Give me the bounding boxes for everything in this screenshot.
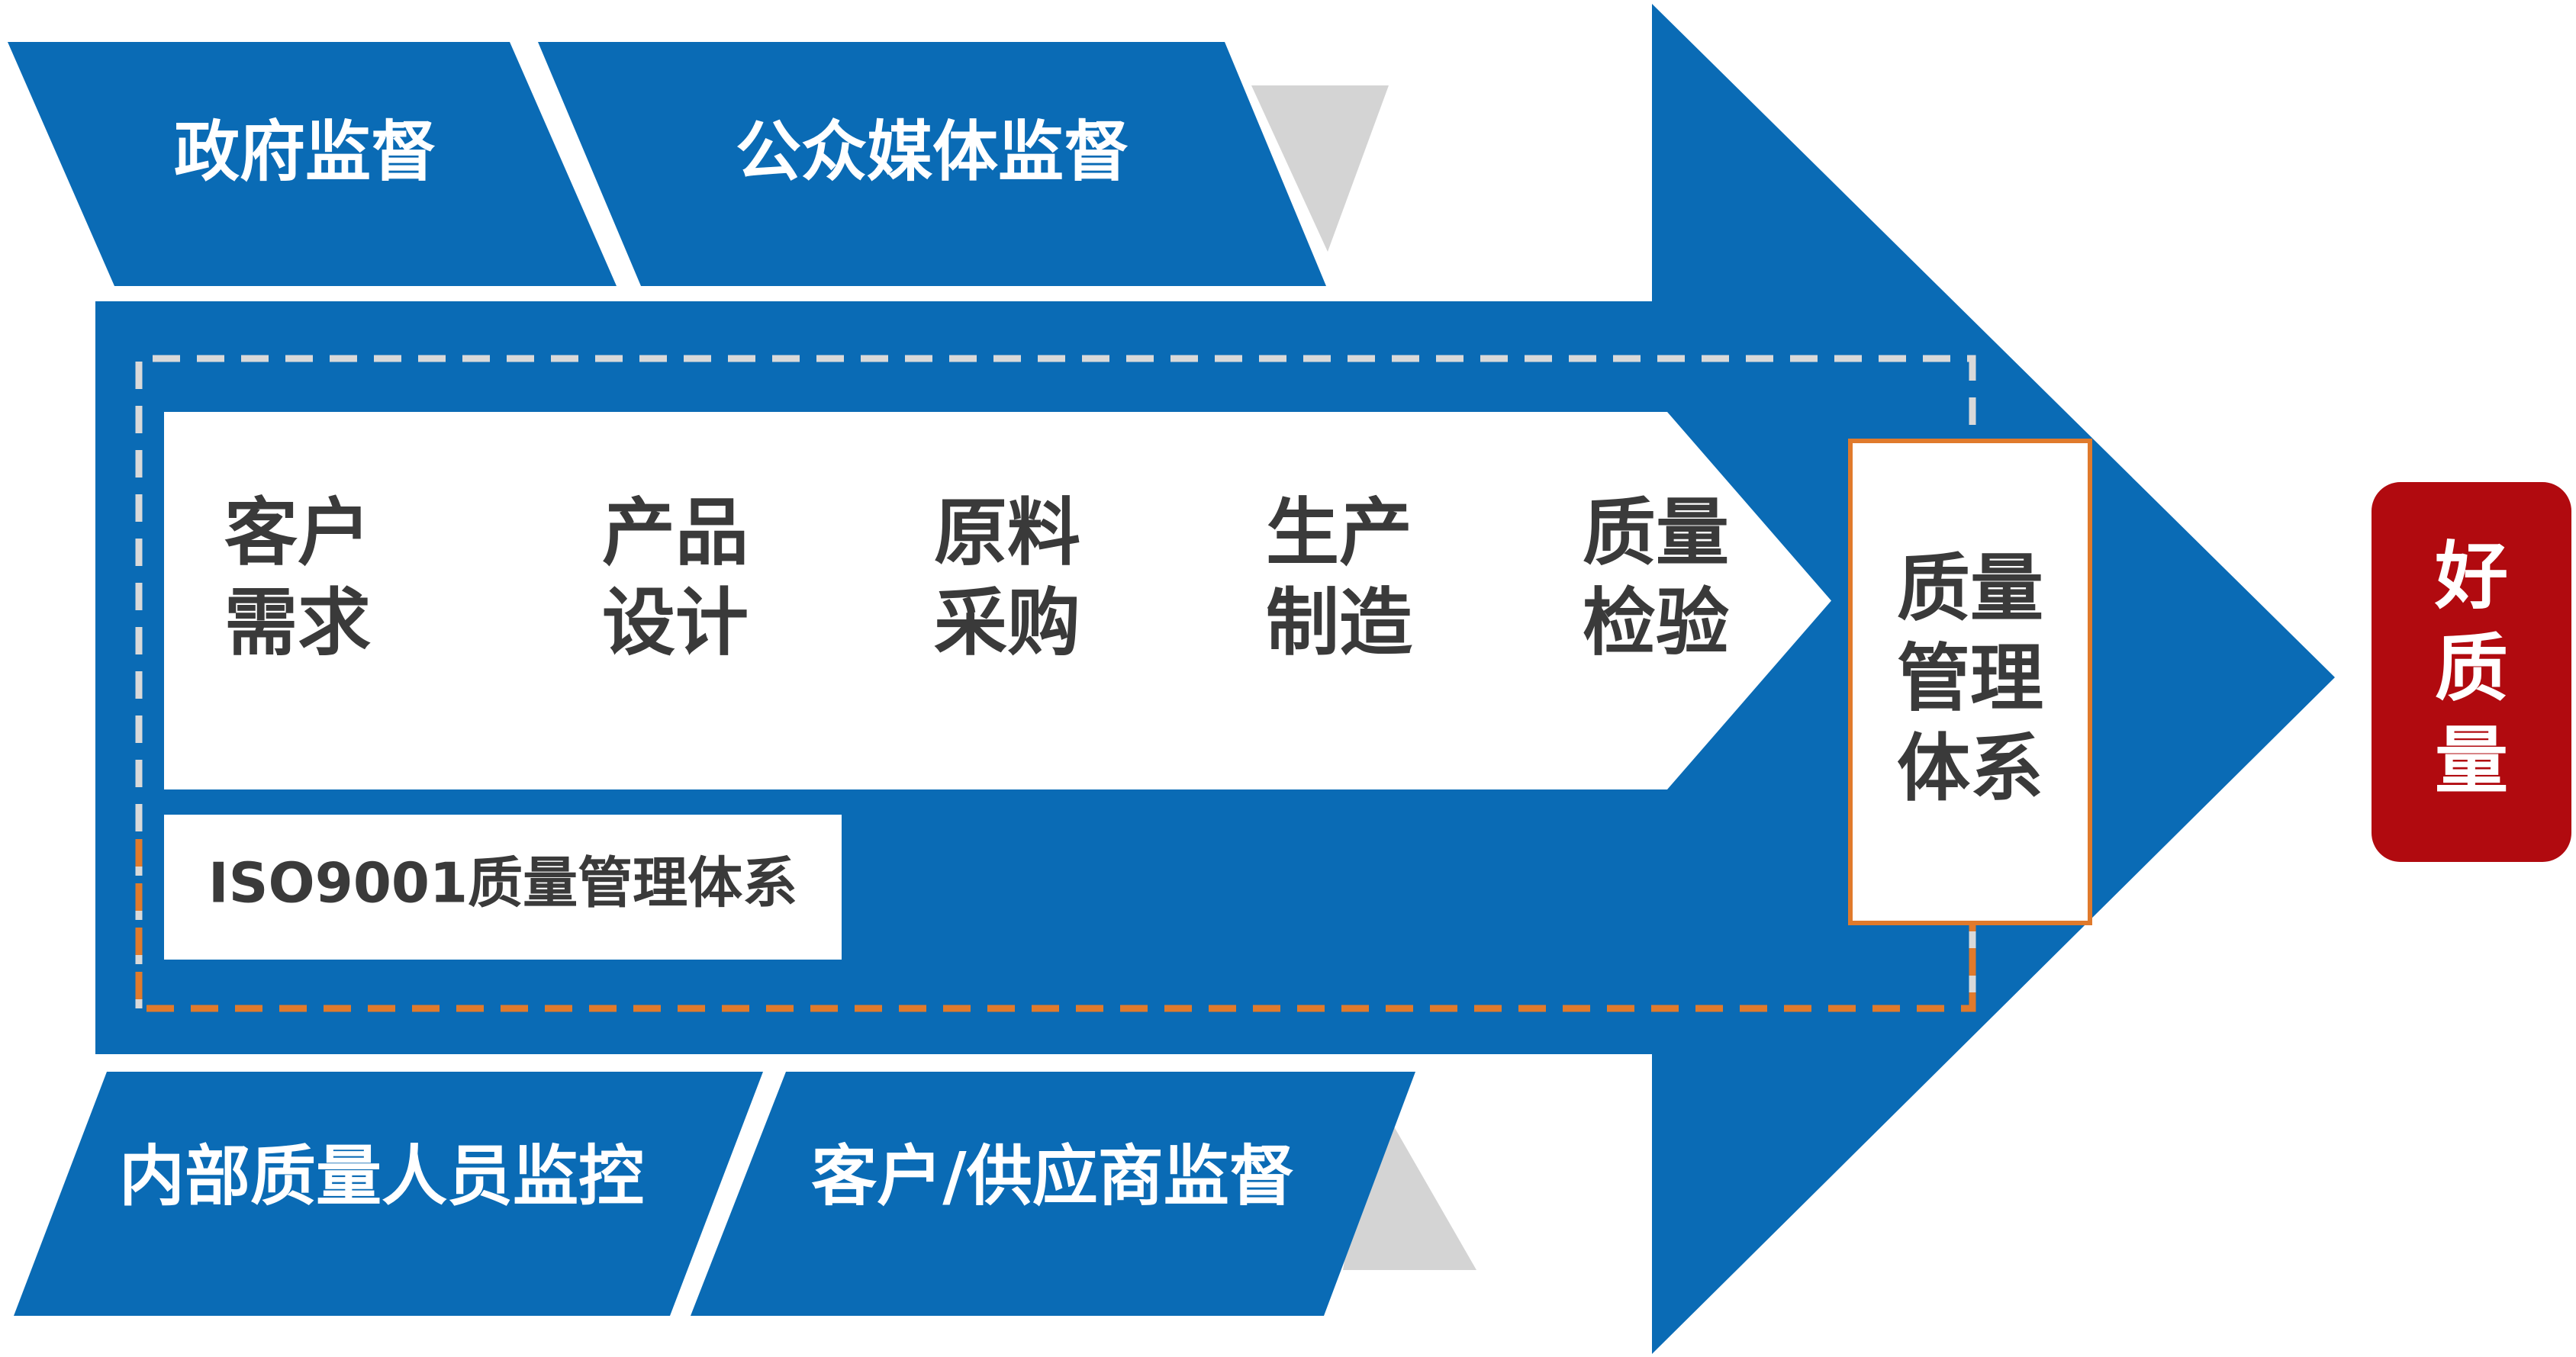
top-shadow-triangle [1251, 85, 1389, 252]
process-step-4-line1: 生产 [1266, 490, 1412, 575]
banner-internal-shape [14, 1072, 763, 1316]
process-step-5-shape [1373, 412, 1831, 789]
process-step-3-shape [710, 412, 1215, 789]
process-step-2-line2: 设计 [602, 580, 749, 665]
banner-media-label: 公众媒体监督 [736, 114, 1129, 190]
process-step-4-shape [1042, 412, 1545, 789]
process-step-2-shape [383, 412, 879, 789]
process-step-1-shape [164, 412, 549, 789]
qms-box [1848, 439, 2092, 925]
banner-customer-supplier-shape [691, 1072, 1415, 1316]
process-step-4-line2: 制造 [1266, 580, 1412, 665]
qms-line2: 管理 [1897, 635, 2043, 721]
process-step-5-line1: 质量 [1583, 490, 1729, 575]
iso-label-box [164, 815, 842, 960]
qms-line1: 质量 [1897, 545, 2043, 631]
result-line1: 好 [2434, 533, 2508, 619]
process-step-3-line2: 采购 [934, 580, 1080, 665]
banner-government-label: 政府监督 [174, 114, 436, 190]
banner-media-shape [538, 42, 1326, 286]
banner-government-shape [8, 42, 617, 286]
iso-label-text: ISO9001质量管理体系 [208, 851, 797, 915]
process-step-1-line2: 需求 [224, 580, 371, 665]
process-step-2-line1: 产品 [602, 490, 749, 575]
result-badge [2372, 482, 2571, 862]
banner-internal-label: 内部质量人员监控 [119, 1138, 644, 1214]
result-line2: 质 [2435, 625, 2508, 711]
banner-customer-supplier-label: 客户/供应商监督 [811, 1138, 1294, 1214]
process-step-1-line1: 客户 [224, 490, 371, 575]
result-line3: 量 [2435, 718, 2508, 803]
qms-line3: 体系 [1897, 725, 2043, 811]
dashed-frame-orange [135, 839, 1976, 1012]
process-step-3-line1: 原料 [934, 490, 1080, 575]
process-step-5-line2: 检验 [1583, 580, 1729, 665]
